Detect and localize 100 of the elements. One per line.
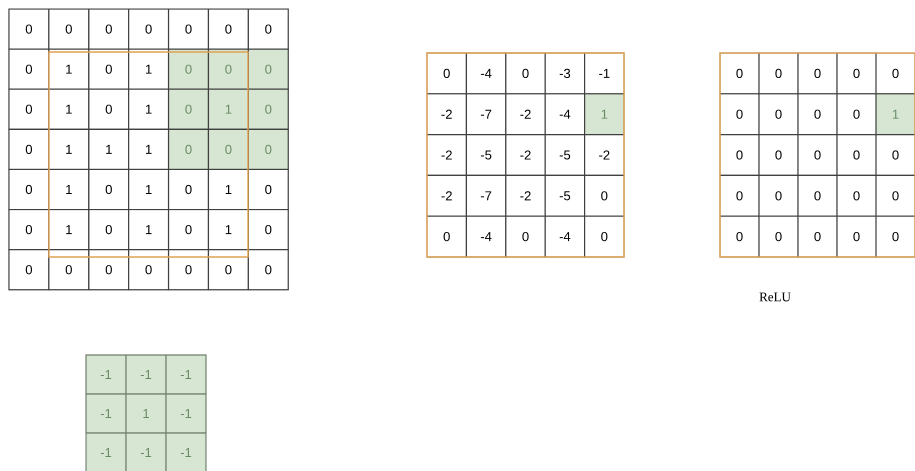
table-cell: 0 [836, 216, 877, 258]
table-cell: -1 [165, 432, 207, 471]
table-cell: 0 [128, 8, 170, 50]
table-cell: 0 [8, 8, 50, 50]
table-cell: 0 [797, 93, 838, 136]
table-cell: 0 [836, 174, 877, 217]
table-cell: 1 [128, 48, 170, 90]
table-cell: -5 [544, 174, 586, 217]
table-cell: 1 [88, 128, 130, 170]
table-cell: -2 [505, 174, 546, 217]
table-cell: 0 [875, 52, 915, 94]
table-cell: 0 [719, 52, 760, 94]
table-cell: 0 [48, 8, 90, 50]
table-cell: 1 [128, 208, 170, 250]
table-cell: 1 [125, 393, 167, 434]
table-cell: 0 [248, 168, 289, 210]
table-cell: 0 [8, 88, 50, 130]
table-cell: 0 [505, 52, 546, 94]
table-cell: -1 [165, 354, 207, 395]
table-cell: -5 [544, 134, 586, 176]
table-cell: 0 [8, 128, 50, 170]
table-cell: 0 [836, 52, 877, 94]
table-cell: 1 [128, 88, 170, 130]
table-cell: 0 [719, 216, 760, 258]
table-cell: 0 [88, 168, 130, 210]
table-cell: -2 [426, 174, 467, 217]
table-cell: -1 [85, 393, 127, 434]
table-cell: 0 [168, 168, 210, 210]
table-cell: 0 [168, 48, 210, 90]
table-cell: -4 [544, 216, 586, 258]
table-cell: 0 [248, 128, 289, 170]
table-cell: -1 [125, 432, 167, 471]
table-cell: 0 [208, 249, 249, 290]
table-cell: 0 [168, 208, 210, 250]
table-cell: 0 [719, 93, 760, 136]
table-cell: 0 [584, 216, 625, 258]
table-cell: 0 [168, 128, 210, 170]
table-cell: 1 [208, 168, 249, 210]
table-cell: 0 [875, 174, 915, 217]
table-cell: 0 [875, 134, 915, 176]
table-cell: 0 [719, 134, 760, 176]
table-cell: 0 [505, 216, 546, 258]
table-cell: 0 [836, 93, 877, 136]
table-cell: 0 [248, 88, 289, 130]
table-cell: -1 [165, 393, 207, 434]
table-cell: 1 [208, 88, 249, 130]
table-cell: 0 [8, 249, 50, 290]
table-cell: 1 [48, 48, 90, 90]
table-cell: -4 [466, 216, 506, 258]
table-cell: 1 [128, 128, 170, 170]
table-cell: -3 [544, 52, 586, 94]
table-cell: 0 [88, 8, 130, 50]
table-cell: -4 [544, 93, 586, 136]
table-cell: 0 [208, 48, 249, 90]
table-cell: 0 [168, 88, 210, 130]
table-cell: 0 [797, 216, 838, 258]
table-cell: 0 [88, 208, 130, 250]
table-cell: 0 [836, 134, 877, 176]
table-cell: 0 [208, 8, 249, 50]
table-cell: -1 [85, 432, 127, 471]
table-cell: -2 [505, 134, 546, 176]
table-cell: 0 [426, 52, 467, 94]
table-cell: 0 [168, 249, 210, 290]
table-cell: 0 [88, 249, 130, 290]
table-cell: -4 [466, 52, 506, 94]
table-cell: 0 [758, 174, 799, 217]
table-cell: -7 [466, 174, 506, 217]
table-cell: 0 [426, 216, 467, 258]
table-cell: -2 [426, 134, 467, 176]
table-cell: -1 [125, 354, 167, 395]
table-cell: 0 [584, 174, 625, 217]
caption-text: ReLU [760, 292, 791, 302]
table-cell: 0 [758, 134, 799, 176]
table-cell: -5 [466, 134, 506, 176]
table-cell: 0 [758, 93, 799, 136]
table-cell: 1 [128, 168, 170, 210]
table-cell: -2 [505, 93, 546, 136]
table-cell: 0 [8, 168, 50, 210]
table-cell: 1 [875, 93, 915, 136]
table-cell: 0 [88, 48, 130, 90]
table-cell: -2 [426, 93, 467, 136]
table-cell: 0 [758, 52, 799, 94]
table-cell: -7 [466, 93, 506, 136]
table-cell: 0 [797, 52, 838, 94]
table-cell: 1 [48, 128, 90, 170]
table-cell: 1 [48, 88, 90, 130]
table-cell: 0 [168, 8, 210, 50]
table-cell: 0 [758, 216, 799, 258]
table-cell: 0 [797, 174, 838, 217]
table-cell: 0 [797, 134, 838, 176]
table-cell: -1 [584, 52, 625, 94]
table-cell: -1 [85, 354, 127, 395]
table-cell: 1 [48, 208, 90, 250]
table-cell: 0 [719, 174, 760, 217]
table-cell: 1 [584, 93, 625, 136]
table-cell: -2 [584, 134, 625, 176]
table-cell: 0 [248, 48, 289, 90]
table-cell: 0 [248, 249, 289, 290]
table-cell: 0 [248, 8, 289, 50]
table-cell: 0 [88, 88, 130, 130]
